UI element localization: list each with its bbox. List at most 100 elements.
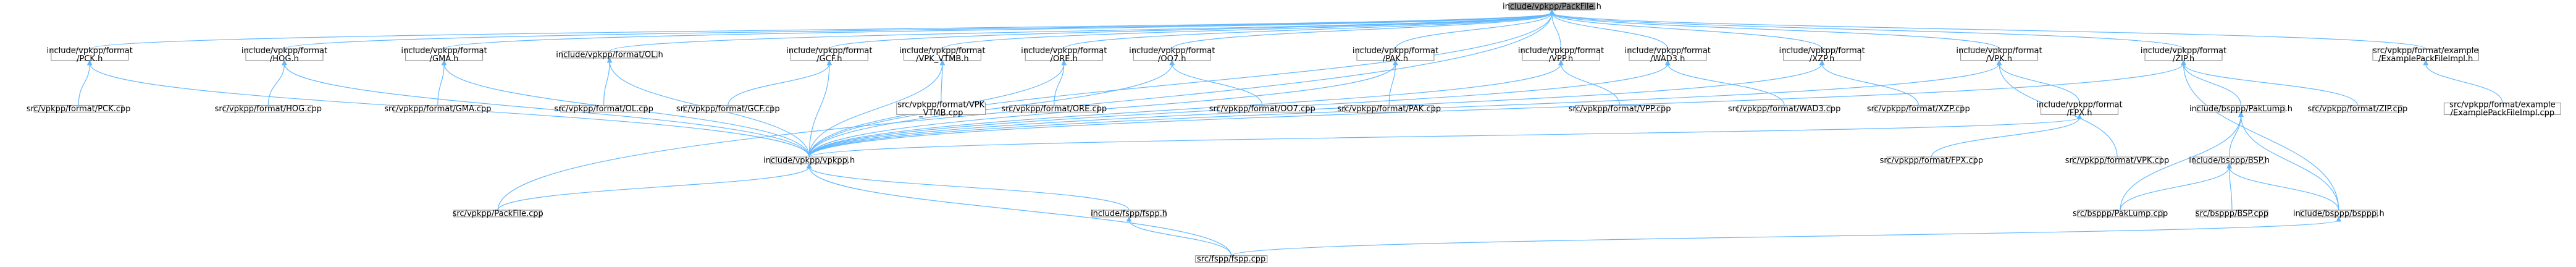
node-pck-h[interactable]: include/vpkpp/format/PCK.h [47,46,133,64]
node-box [1508,2,1596,11]
node-hog-cpp[interactable]: src/vpkpp/format/HOG.cpp [215,104,322,114]
node-label-line: src/vpkpp/format/GCF.cpp [676,104,780,114]
node-ore-h[interactable]: include/vpkpp/format/ORE.h [1021,46,1107,64]
node-paklump-h[interactable]: include/bsppp/PakLump.h [2189,104,2293,114]
node-label-line: src/vpkpp/format/VPP.cpp [1569,104,1671,114]
node-vpp-h[interactable]: include/vpkpp/format/VPP.h [1518,46,1604,64]
node-pak-cpp[interactable]: src/vpkpp/format/PAK.cpp [1337,104,1441,114]
node-box [1344,104,1434,113]
edge-line [283,12,1553,49]
edge-arrowhead [1558,59,1564,66]
node-gma-cpp[interactable]: src/vpkpp/format/GMA.cpp [384,104,491,114]
node-fspp-cpp[interactable]: src/fspp/fspp.cpp [1194,255,1268,264]
node-gcf-h[interactable]: include/vpkpp/format/GCF.h [786,46,872,64]
edge-arrowhead [806,163,812,169]
node-label-line: src/vpkpp/format/VPK [897,100,984,109]
node-example-h[interactable]: src/vpkpp/format/example/ExamplePackFile… [2372,46,2479,64]
node-box [2192,156,2266,164]
node-box [770,156,849,164]
edge-packfile_h-to-wad3_h [1549,9,1668,49]
node-box [2072,156,2162,164]
node-label-line: include/vpkpp/format [1129,46,1215,56]
node-ol-cpp[interactable]: src/vpkpp/format/OL.cpp [554,104,653,114]
edge-line [1064,12,1553,49]
edge-wad3_h-to-wad3_cpp [1664,59,1785,106]
edge-line [1560,63,1621,106]
node-xzp-h[interactable]: include/vpkpp/format/XZP.h [1779,46,1865,64]
node-bsppp-h[interactable]: include/bsppp/bsppp.h [2293,210,2385,219]
node-label-line: include/vpkpp/format [786,46,872,56]
edge-line [808,166,1232,256]
edge-line [1551,12,2000,49]
edge-zip_h-to-bsppp_h [2181,59,2339,211]
node-label-line: src/vpkpp/format/ORE.cpp [1001,104,1107,114]
edge-arrowhead [1169,59,1175,66]
node-box [1194,255,1268,263]
node-box [2196,210,2268,218]
node-packfile-cpp[interactable]: src/vpkpp/PackFile.cpp [453,210,543,219]
node-fpx-cpp[interactable]: src/vpkpp/format/FPX.cpp [1880,156,1983,165]
node-zip-cpp[interactable]: src/vpkpp/format/ZIP.cpp [2307,104,2407,114]
node-label-line: /PAK.h [1383,54,1408,64]
node-xzp-cpp[interactable]: src/vpkpp/format/XZP.cpp [1867,104,1970,114]
node-vpp-cpp[interactable]: src/vpkpp/format/VPP.cpp [1569,104,1671,114]
node-paklump-cpp[interactable]: src/bsppp/PakLump.cpp [2073,210,2168,219]
node-box [453,210,542,218]
node-wad3-cpp[interactable]: src/vpkpp/format/WAD3.cpp [1728,104,1841,114]
node-box [223,104,313,113]
node-ol-h[interactable]: include/vpkpp/format/OL.h [556,50,663,59]
edge-line [1551,12,1823,49]
node-bsp-cpp[interactable]: src/bsppp/BSP.cpp [2196,210,2268,219]
edge-bsp_h-to-bsppp_h [2226,163,2339,211]
node-box [1737,104,1832,113]
node-label-line: src/bsppp/BSP.cpp [2196,210,2268,219]
edge-vpk_h-to-fpx_h [1996,59,2080,103]
node-vpkvtmb-h[interactable]: include/vpkpp/format/VPK_VTMB.h [899,46,985,64]
node-hog-h[interactable]: include/vpkpp/format/HOG.h [241,46,327,64]
node-vpk-h[interactable]: include/vpkpp/format/VPK.h [1956,46,2042,64]
node-label-line: include/vpkpp/format [2036,100,2122,109]
edge-line [2183,63,2358,106]
edge-line [2240,115,2339,211]
node-oo7-cpp[interactable]: src/vpkpp/format/OO7.cpp [1209,104,1315,114]
node-vpkvtmb-cpp[interactable]: src/vpkpp/format/VPK_VTMB.cpp [896,100,986,117]
node-fspp-h[interactable]: include/fspp/fspp.h [1091,210,1167,219]
node-label-line: /FPX.h [2067,108,2092,117]
node-gcf-cpp[interactable]: src/vpkpp/format/GCF.cpp [676,104,780,114]
edge-arrowhead [2238,111,2244,117]
node-wad3-h[interactable]: include/vpkpp/format/WAD3.h [1625,46,1711,64]
node-bsp-h[interactable]: include/bsppp/BSP.h [2189,156,2270,165]
edge-line [2425,63,2503,103]
edge-arrowhead [826,59,833,66]
node-oo7-h[interactable]: include/vpkpp/format/OO7.h [1129,46,1215,64]
edge-line [1667,63,1785,106]
edge-arrowhead [1549,9,1555,15]
node-label-line: include/vpkpp/format [241,46,327,56]
node-ore-cpp[interactable]: src/vpkpp/format/ORE.cpp [1001,104,1107,114]
node-label-line: src/vpkpp/format/PCK.cpp [27,104,131,114]
node-pak-h[interactable]: include/vpkpp/format/PAK.h [1353,46,1438,64]
node-vpkpp-h[interactable]: include/vpkpp/vpkpp.h [763,156,855,165]
node-example-cpp[interactable]: src/vpkpp/format/example/ExamplePackFile… [2443,100,2561,117]
edge-line [2228,166,2233,211]
node-packfile-h: include/vpkpp/PackFile.h [1503,2,1601,11]
node-box [2443,102,2561,115]
edge-vpkvtmb_h-to-vpkpp_h [808,59,946,158]
edge-fspp_h-to-fspp_cpp [1126,216,1232,256]
graph-edges [78,9,2503,256]
node-zip-h[interactable]: include/vpkpp/format/ZIP.h [2141,46,2226,64]
node-label-line: include/vpkpp/format [1353,46,1438,56]
node-box [1783,48,1861,61]
edge-zip_h-to-zip_cpp [2181,59,2358,106]
edge-packfile_h-to-pck_h [89,9,1555,49]
node-fpx-h[interactable]: include/vpkpp/format/FPX.h [2036,100,2122,117]
edge-line [2183,63,2242,106]
edge-vpkpp_h-to-fspp_h [806,163,1130,211]
edge-xzp_h-to-xzp_cpp [1819,59,1919,106]
node-label-line: include/bsppp/PakLump.h [2189,104,2293,114]
edge-line [78,63,90,106]
node-vpk-cpp[interactable]: src/vpkpp/format/VPK.cpp [2065,156,2170,165]
edge-arrowhead [86,59,93,66]
node-pck-cpp[interactable]: src/vpkpp/format/PCK.cpp [27,104,131,114]
node-gma-h[interactable]: include/vpkpp/format/GMA.h [401,46,487,64]
